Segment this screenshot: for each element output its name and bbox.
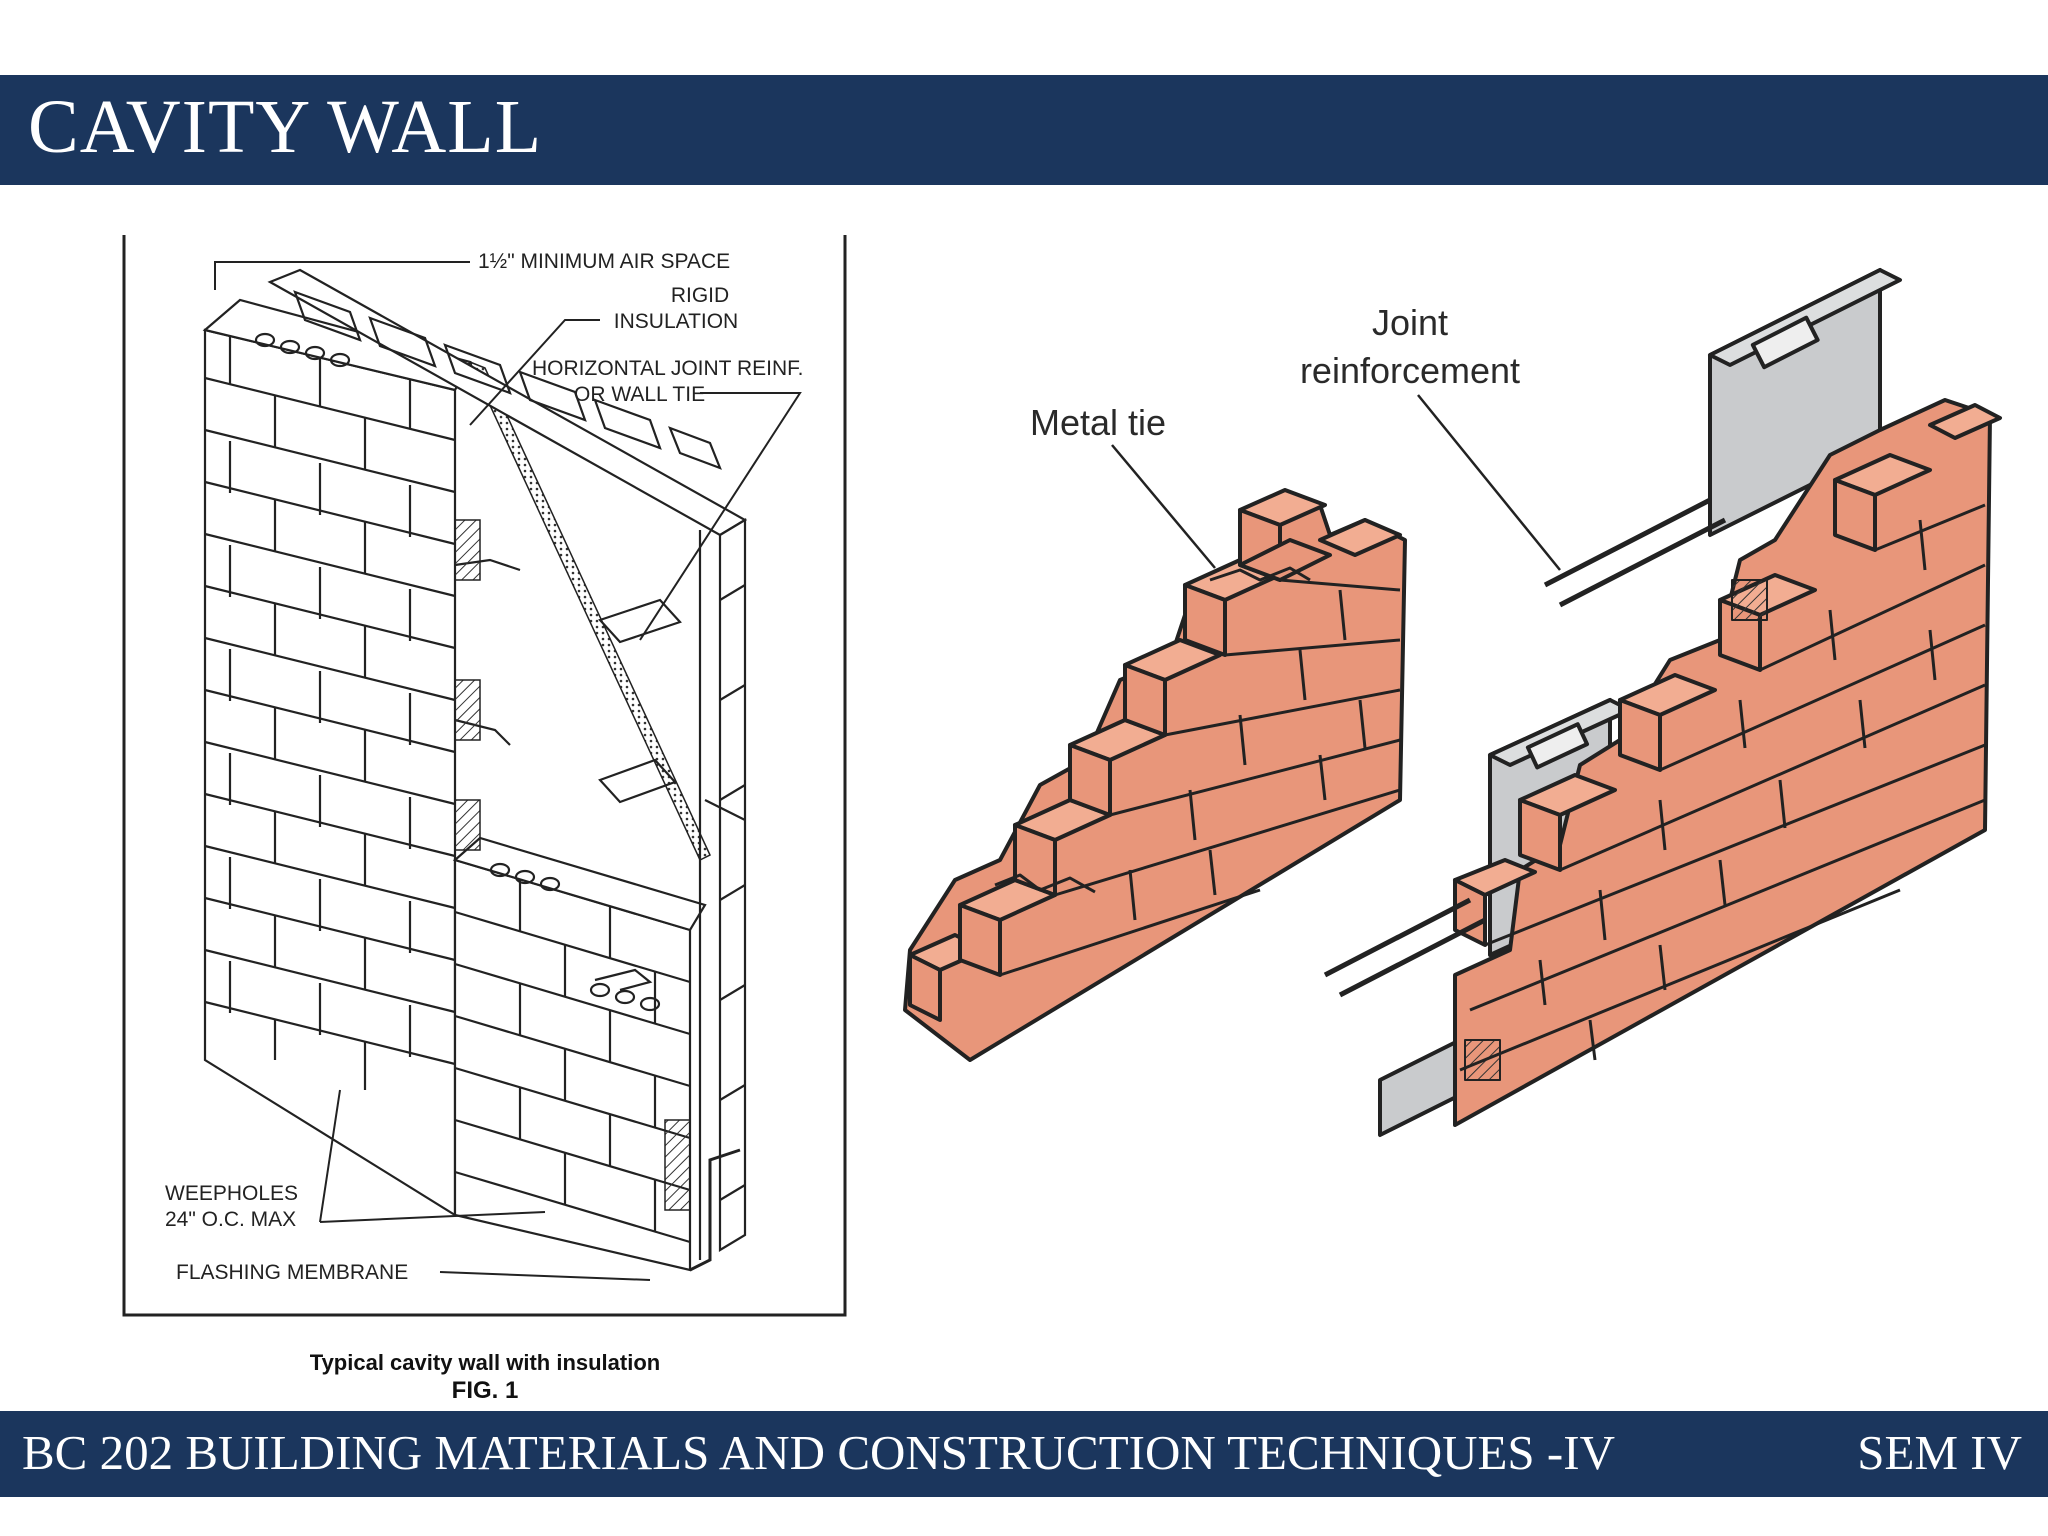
fig2-illustration: Metal tie Joint reinforcement [903,268,2002,1137]
label-air-space: 1½" MINIMUM AIR SPACE [478,250,730,273]
fig1-leaders [214,261,802,1281]
label-joint-reinf-1: HORIZONTAL JOINT REINF. [532,357,803,380]
fig1-frame [122,235,847,1317]
slide-title: CAVITY WALL [28,85,543,169]
label-joint-reinf-2: OR WALL TIE [574,383,705,406]
fig1-brick-wythe [202,298,472,1217]
label-flashing: FLASHING MEMBRANE [176,1261,408,1284]
footer-sem: SEM IV [1857,1425,2022,1480]
fig1-rigid-insulation [468,360,711,862]
label-joint: Joint [1372,302,1448,343]
footer-bar: BC 202 BUILDING MATERIALS AND CONSTRUCTI… [0,1411,2048,1497]
footer-course: BC 202 BUILDING MATERIALS AND CONSTRUCTI… [22,1425,1615,1480]
fig2-hatch-upper [1731,579,1768,621]
label-rigid: RIGID [671,284,729,307]
label-insulation: INSULATION [614,310,738,333]
fig1-flashing [689,1148,741,1272]
fig1-caption: Typical cavity wall with insulation [310,1350,660,1375]
fig1-label: FIG. 1 [452,1377,519,1404]
label-weepholes-1: WEEPHOLES [165,1182,298,1205]
fig2-left-brick-wall [903,488,1407,1062]
fig2-right-brick-wall [1453,398,2002,1127]
title-bar: CAVITY WALL [0,75,2048,185]
fig2-joint-reinforcement [1323,497,1727,998]
fig1-brick-lower [452,836,707,1272]
label-weepholes-2: 24" O.C. MAX [165,1208,296,1231]
label-reinforcement: reinforcement [1300,350,1520,391]
fig2-leaders [1111,394,1561,571]
label-metal-tie: Metal tie [1030,402,1166,443]
fig1-drawing: 1½" MINIMUM AIR SPACE RIGID INSULATION H… [122,235,847,1404]
fig1-labels: 1½" MINIMUM AIR SPACE RIGID INSULATION H… [165,250,803,1284]
fig1-hatched-ends [454,519,691,1211]
fig1-block-wythe [267,268,748,1260]
